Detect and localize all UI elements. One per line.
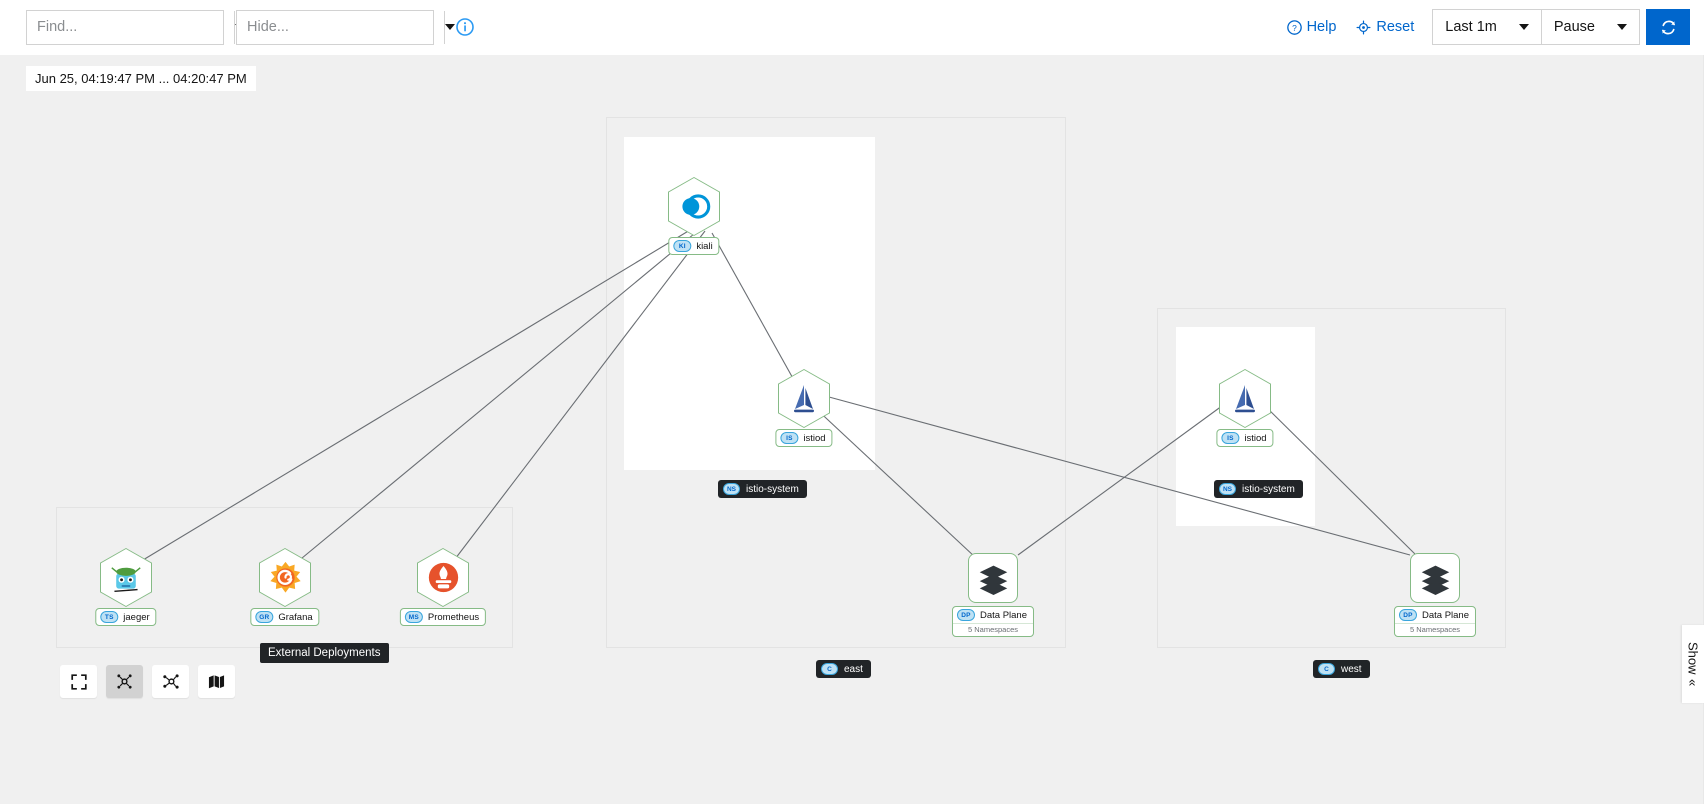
prometheus-logo-icon bbox=[428, 562, 458, 593]
chevron-down-icon bbox=[1518, 24, 1529, 30]
duration-dropdown[interactable]: Last 1m bbox=[1432, 9, 1542, 45]
node-label-jaeger: TS jaeger bbox=[95, 608, 157, 626]
svg-text:?: ? bbox=[1292, 22, 1297, 32]
node-label-text: Data Plane bbox=[979, 609, 1028, 621]
top-toolbar: ? Help Reset Last 1m Pause bbox=[0, 0, 1704, 55]
node-label-text: Prometheus bbox=[427, 611, 480, 623]
namespace-badge: NS bbox=[723, 483, 740, 495]
refresh-button[interactable] bbox=[1646, 9, 1690, 45]
show-drawer-label: Show bbox=[1685, 642, 1701, 675]
chevron-down-icon bbox=[1617, 24, 1627, 30]
cluster-label: west bbox=[1341, 663, 1362, 675]
info-circle-icon[interactable] bbox=[456, 18, 474, 36]
legend-map-button[interactable] bbox=[198, 665, 235, 698]
namespace-chip-istio-system-west[interactable]: NS istio-system bbox=[1214, 480, 1303, 498]
graph-canvas[interactable]: Jun 25, 04:19:47 PM ... 04:20:47 PM bbox=[0, 55, 1704, 804]
layout-cola-button[interactable] bbox=[152, 665, 189, 698]
topology-dagre-icon bbox=[117, 674, 132, 689]
node-label-text: Data Plane bbox=[1421, 609, 1470, 621]
layers-icon bbox=[979, 565, 1007, 595]
question-circle-icon: ? bbox=[1286, 19, 1302, 35]
kiali-logo-icon bbox=[681, 194, 710, 219]
node-label-text: jaeger bbox=[123, 611, 150, 623]
jaeger-logo-icon bbox=[111, 566, 141, 592]
namespace-box-east[interactable] bbox=[624, 137, 875, 470]
layout-dagre-button[interactable] bbox=[106, 665, 143, 698]
node-shape bbox=[418, 549, 468, 606]
refresh-interval-label: Pause bbox=[1553, 19, 1595, 35]
node-shape bbox=[968, 553, 1018, 603]
node-label-dataplane-west: DP Data Plane 5 Namespaces bbox=[1393, 606, 1477, 637]
reset-icon bbox=[1356, 20, 1371, 34]
show-drawer-toggle[interactable]: Show « bbox=[1682, 625, 1704, 703]
fit-to-screen-button[interactable] bbox=[60, 665, 97, 698]
hide-input[interactable] bbox=[237, 10, 444, 44]
hide-dropdown-toggle[interactable] bbox=[444, 10, 455, 44]
double-chevron-left-icon: « bbox=[1685, 678, 1701, 686]
node-label-istiod-east: IS istiod bbox=[775, 429, 833, 447]
node-badge: IS bbox=[1221, 432, 1240, 444]
node-sublabel: 5 Namespaces bbox=[1394, 623, 1476, 636]
layers-icon bbox=[1421, 565, 1449, 595]
node-badge: GR bbox=[255, 611, 274, 623]
node-label-prometheus: MS Prometheus bbox=[399, 608, 487, 626]
namespace-badge: NS bbox=[1219, 483, 1236, 495]
graph-tools-toolbar: External Deployments bbox=[60, 643, 389, 698]
topology-cola-icon bbox=[163, 674, 179, 689]
node-sublabel: 5 Namespaces bbox=[952, 623, 1034, 636]
node-label-text: Grafana bbox=[278, 611, 313, 623]
toolbar-left-group bbox=[0, 9, 474, 45]
cluster-badge: C bbox=[821, 663, 838, 675]
help-label: Help bbox=[1306, 19, 1337, 35]
find-input[interactable] bbox=[27, 10, 234, 44]
help-button[interactable]: ? Help bbox=[1277, 19, 1347, 35]
graph-timestamp: Jun 25, 04:19:47 PM ... 04:20:47 PM bbox=[26, 66, 256, 91]
duration-label: Last 1m bbox=[1445, 19, 1497, 35]
node-label-kiali: KI kiali bbox=[668, 237, 720, 255]
show-drawer-content: Show « bbox=[1686, 642, 1701, 686]
namespace-label: istio-system bbox=[746, 483, 799, 495]
refresh-interval-dropdown[interactable]: Pause bbox=[1541, 9, 1640, 45]
node-shape bbox=[1220, 370, 1270, 427]
node-badge: KI bbox=[673, 240, 692, 252]
node-badge: TS bbox=[100, 611, 119, 623]
node-label-text: istiod bbox=[803, 432, 826, 444]
node-badge: DP bbox=[956, 609, 975, 621]
cluster-badge: C bbox=[1318, 663, 1335, 675]
grafana-logo-icon bbox=[269, 561, 301, 593]
node-label-text: istiod bbox=[1244, 432, 1267, 444]
namespace-chip-istio-system-east[interactable]: NS istio-system bbox=[718, 480, 807, 498]
node-badge: MS bbox=[404, 611, 423, 623]
node-badge: DP bbox=[1398, 609, 1417, 621]
node-shape bbox=[260, 549, 310, 606]
node-label-text: kiali bbox=[696, 240, 713, 252]
node-shape bbox=[1410, 553, 1460, 603]
sync-icon bbox=[1661, 20, 1675, 34]
map-icon bbox=[208, 675, 225, 689]
namespace-label: istio-system bbox=[1242, 483, 1295, 495]
istio-sail-icon bbox=[1235, 384, 1255, 412]
graph-tools-tooltip: External Deployments bbox=[260, 643, 389, 663]
cluster-label: east bbox=[844, 663, 863, 675]
reset-label: Reset bbox=[1376, 19, 1415, 35]
chevron-down-icon bbox=[445, 24, 455, 30]
istio-sail-icon bbox=[794, 384, 814, 412]
cluster-chip-west[interactable]: C west bbox=[1313, 660, 1370, 678]
node-label-istiod-west: IS istiod bbox=[1216, 429, 1274, 447]
hide-select[interactable] bbox=[236, 9, 455, 45]
find-select[interactable] bbox=[26, 9, 245, 45]
node-label-grafana: GR Grafana bbox=[250, 608, 320, 626]
reset-button[interactable]: Reset bbox=[1346, 19, 1424, 35]
expand-icon bbox=[70, 673, 87, 690]
node-label-dataplane-east: DP Data Plane 5 Namespaces bbox=[951, 606, 1035, 637]
toolbar-right-group: ? Help Reset Last 1m Pause bbox=[1277, 9, 1704, 45]
cluster-chip-east[interactable]: C east bbox=[816, 660, 871, 678]
node-badge: IS bbox=[780, 432, 799, 444]
